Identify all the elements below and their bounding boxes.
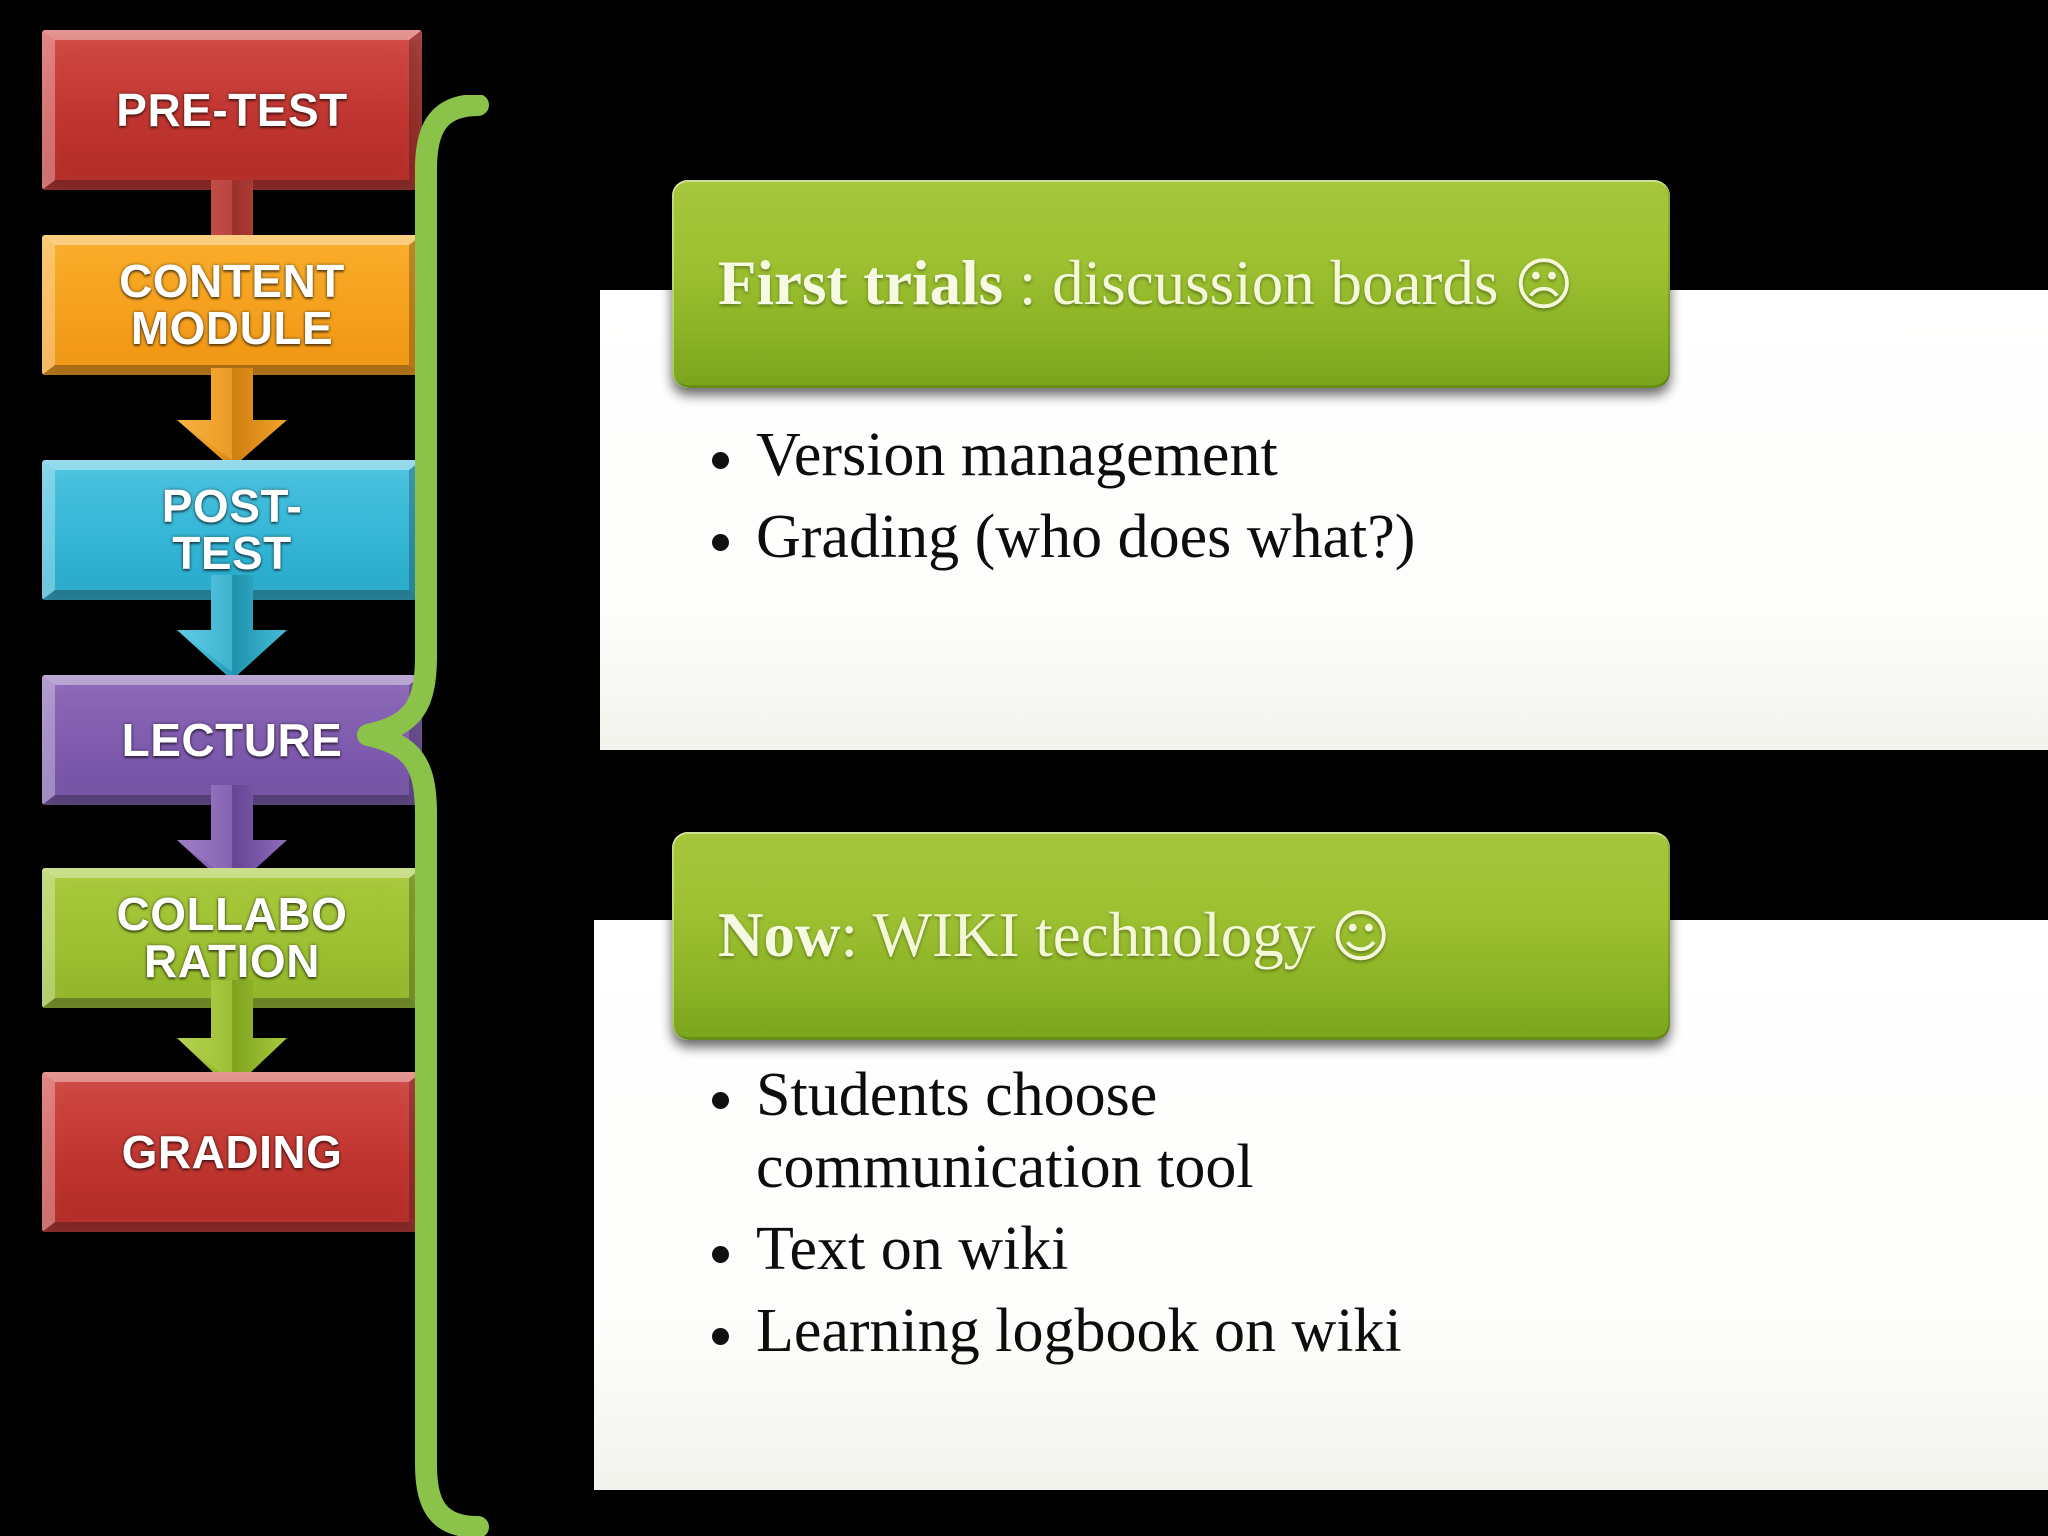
flow-step-label: PRE-TEST	[116, 83, 348, 136]
flow-step-post-test[interactable]: POST- TEST	[42, 460, 422, 600]
header-now-wiki-rest: : WIKI technology	[840, 899, 1331, 970]
arrow-collaboration-to-grading	[173, 980, 291, 1090]
sad-face-icon: ☹	[1514, 251, 1574, 318]
flow-step-label: POST- TEST	[161, 480, 303, 579]
list-item: Learning logbook on wiki	[690, 1296, 2036, 1368]
header-first-trials-rest: : discussion boards	[1003, 247, 1515, 318]
list-item: Grading (who does what?)	[690, 502, 1970, 574]
curly-brace-connector	[330, 95, 500, 1536]
smiley-face-icon: ☺	[1330, 903, 1391, 970]
process-flow-column: PRE-TEST CONTENT MODULE	[42, 30, 422, 1530]
flow-step-content-module[interactable]: CONTENT MODULE	[42, 235, 422, 375]
list-item: Students choose communication tool	[690, 1060, 1520, 1204]
header-now-wiki-text: Now: WIKI technology ☺	[718, 901, 1390, 969]
header-first-trials-bold: First trials	[718, 247, 1004, 318]
arrow-lecture-to-collaboration	[173, 785, 291, 890]
flow-step-label: GRADING	[121, 1125, 343, 1178]
flow-step-label: LECTURE	[121, 713, 343, 766]
header-first-trials-text: First trials : discussion boards ☹	[718, 249, 1574, 317]
flow-step-grading[interactable]: GRADING	[42, 1072, 422, 1232]
header-first-trials[interactable]: First trials : discussion boards ☹	[672, 180, 1670, 388]
header-now-wiki-bold: Now	[718, 899, 841, 970]
flow-step-collaboration[interactable]: COLLABO RATION	[42, 868, 422, 1008]
header-now-wiki[interactable]: Now: WIKI technology ☺	[672, 832, 1670, 1040]
list-item: Version management	[690, 420, 1970, 492]
bullet-list-now-wiki: Students choose communication tool Text …	[690, 1060, 1520, 1378]
bullet-list-first-trials: Version management Grading (who does wha…	[690, 420, 1970, 584]
arrow-content-to-posttest	[173, 368, 291, 468]
arrow-posttest-to-lecture	[173, 575, 291, 680]
flow-step-label: CONTENT MODULE	[119, 255, 345, 354]
list-item: Text on wiki	[690, 1214, 2036, 1286]
flow-step-label: COLLABO RATION	[116, 888, 348, 987]
